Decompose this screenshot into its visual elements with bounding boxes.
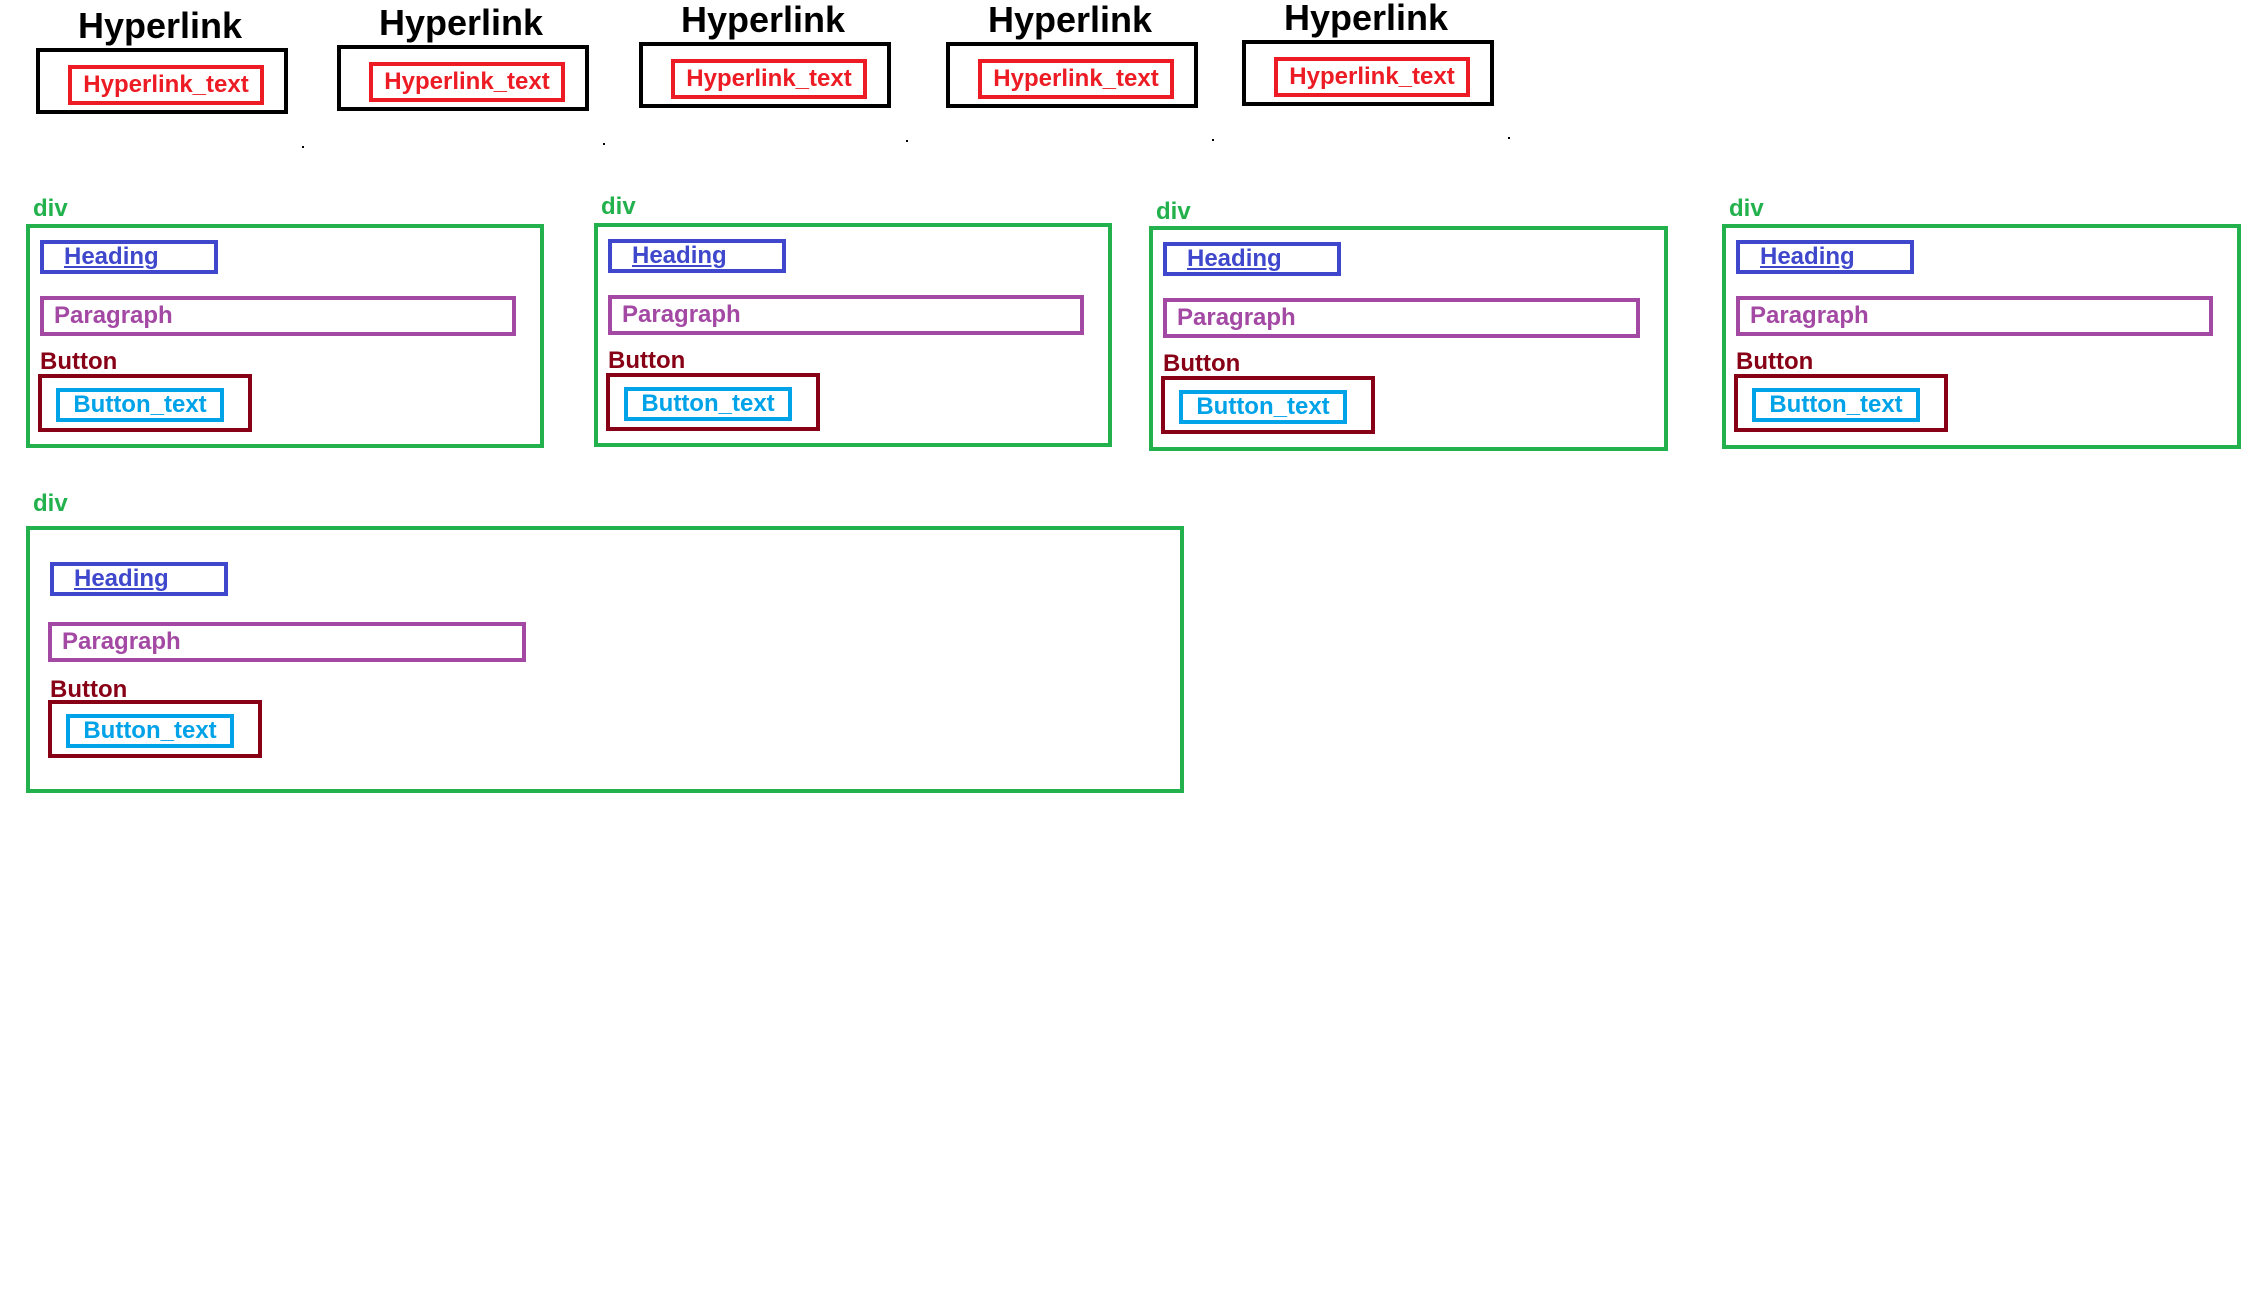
div-label: div — [33, 195, 68, 222]
hyperlink-box: Hyperlink_text — [1242, 40, 1494, 106]
hyperlink-box: Hyperlink_text — [337, 45, 589, 111]
div-label: div — [1156, 198, 1191, 225]
hyperlink-title: Hyperlink — [1284, 0, 1449, 38]
stray-dot — [302, 146, 304, 148]
div-card-1: Heading Paragraph Button Button_text — [26, 224, 544, 448]
button-box[interactable]: Button_text — [48, 700, 262, 758]
hyperlink-text-box[interactable]: Hyperlink_text — [68, 65, 264, 105]
heading-box: Heading — [1736, 240, 1914, 274]
button-box[interactable]: Button_text — [38, 374, 252, 432]
hyperlink-title: Hyperlink — [988, 0, 1153, 40]
stray-dot — [1508, 137, 1510, 139]
div-card-4: Heading Paragraph Button Button_text — [1722, 224, 2241, 449]
stray-dot — [906, 140, 908, 142]
paragraph-box: Paragraph — [1163, 298, 1640, 338]
heading-box: Heading — [40, 240, 218, 274]
div-card-2: Heading Paragraph Button Button_text — [594, 223, 1112, 447]
hyperlink-title: Hyperlink — [78, 5, 243, 46]
hyperlink-box: Hyperlink_text — [36, 48, 288, 114]
div-label: div — [33, 490, 68, 517]
button-text-box[interactable]: Button_text — [624, 387, 792, 421]
stray-dot — [1212, 139, 1214, 141]
button-text-box[interactable]: Button_text — [66, 714, 234, 748]
paragraph-box: Paragraph — [608, 295, 1084, 335]
stray-dot — [603, 143, 605, 145]
hyperlink-text-box[interactable]: Hyperlink_text — [978, 59, 1174, 99]
button-box[interactable]: Button_text — [1734, 374, 1948, 432]
button-label: Button — [40, 348, 118, 375]
div-label: div — [1729, 195, 1764, 222]
div-card-3: Heading Paragraph Button Button_text — [1149, 226, 1668, 451]
hyperlink-box: Hyperlink_text — [946, 42, 1198, 108]
button-label: Button — [608, 347, 686, 374]
heading-box: Heading — [608, 239, 786, 273]
button-text-box[interactable]: Button_text — [1752, 388, 1920, 422]
paragraph-box: Paragraph — [40, 296, 516, 336]
heading-box: Heading — [50, 562, 228, 596]
button-label: Button — [1736, 348, 1814, 375]
hyperlink-text-box[interactable]: Hyperlink_text — [1274, 57, 1470, 97]
button-label: Button — [1163, 350, 1241, 377]
hyperlink-text-box[interactable]: Hyperlink_text — [369, 62, 565, 102]
heading-box: Heading — [1163, 242, 1341, 276]
hyperlink-title: Hyperlink — [681, 0, 846, 40]
hyperlink-box: Hyperlink_text — [639, 42, 891, 108]
button-label: Button — [50, 676, 128, 703]
paragraph-box: Paragraph — [1736, 296, 2213, 336]
button-box[interactable]: Button_text — [1161, 376, 1375, 434]
button-text-box[interactable]: Button_text — [1179, 390, 1347, 424]
div-label: div — [601, 193, 636, 220]
paragraph-box: Paragraph — [48, 622, 526, 662]
div-card-5: Heading Paragraph Button Button_text — [26, 526, 1184, 793]
button-box[interactable]: Button_text — [606, 373, 820, 431]
hyperlink-text-box[interactable]: Hyperlink_text — [671, 59, 867, 99]
button-text-box[interactable]: Button_text — [56, 388, 224, 422]
hyperlink-title: Hyperlink — [379, 2, 544, 43]
